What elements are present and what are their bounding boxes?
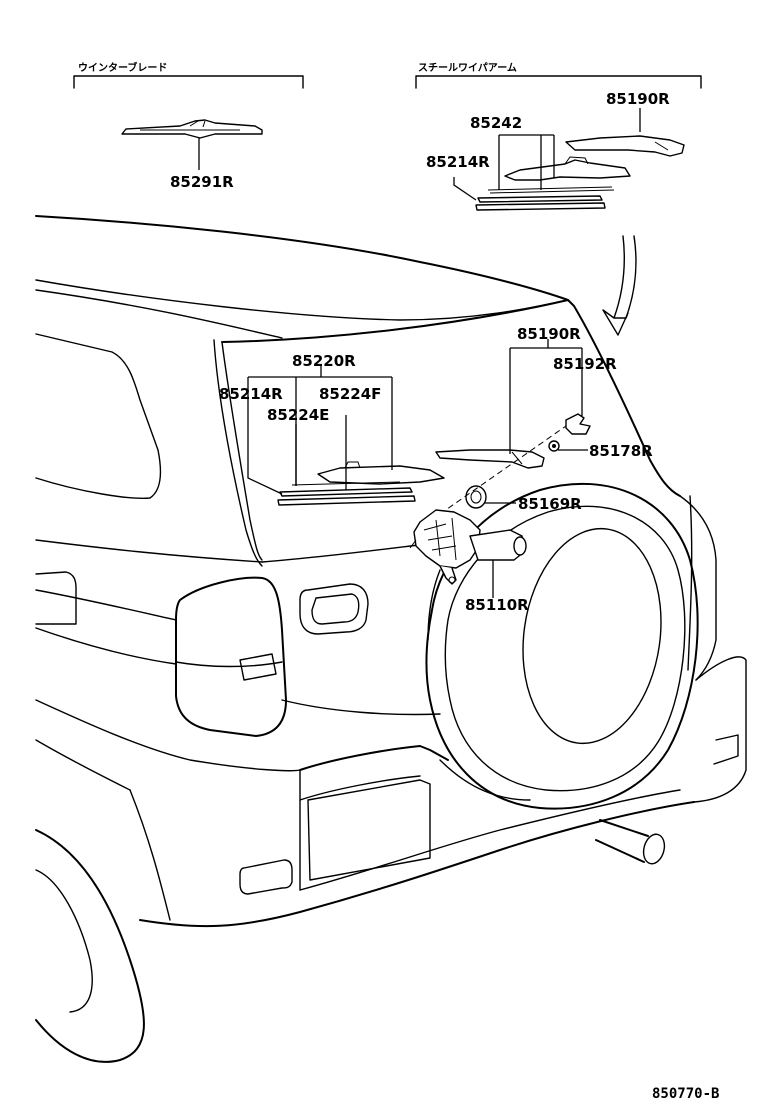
label-85224F: 85224F [319,385,381,403]
wiper-motor-part [409,509,527,585]
steel-blade-part [453,134,631,211]
winter-blade-bracket: ウインターブレード [73,61,304,89]
assembly-axis [439,425,567,515]
spare-tire [425,482,699,810]
label-85291R: 85291R [170,173,234,191]
main-wiper-blade [277,461,445,506]
label-85190R-top: 85190R [606,90,670,108]
figure-number: 850770-B [652,1086,719,1102]
label-85242: 85242 [470,114,522,132]
label-85178R: 85178R [589,442,653,460]
main-leader-lines [247,339,588,598]
steel-arm-part [565,108,685,157]
grommet-part [465,485,487,509]
winter-blade-header: ウインターブレード [78,61,167,74]
main-wiper-arm [435,449,545,469]
winter-blade-part [121,119,263,170]
label-85214R-main: 85214R [219,385,283,403]
label-85224E: 85224E [267,406,329,424]
label-85220R: 85220R [292,352,356,370]
label-85169R: 85169R [518,495,582,513]
vehicle-body [35,215,747,1063]
label-85214R-top: 85214R [426,153,490,171]
nut-part [548,440,560,452]
label-85192R: 85192R [553,355,617,373]
label-85110R: 85110R [465,596,529,614]
direction-arrow [602,235,637,336]
steel-wiper-arm-bracket: スチールワイパアーム [415,62,702,89]
steel-wiper-arm-header: スチールワイパアーム [418,62,517,74]
label-85190R-main: 85190R [517,325,581,343]
arm-cover-part [565,413,591,435]
